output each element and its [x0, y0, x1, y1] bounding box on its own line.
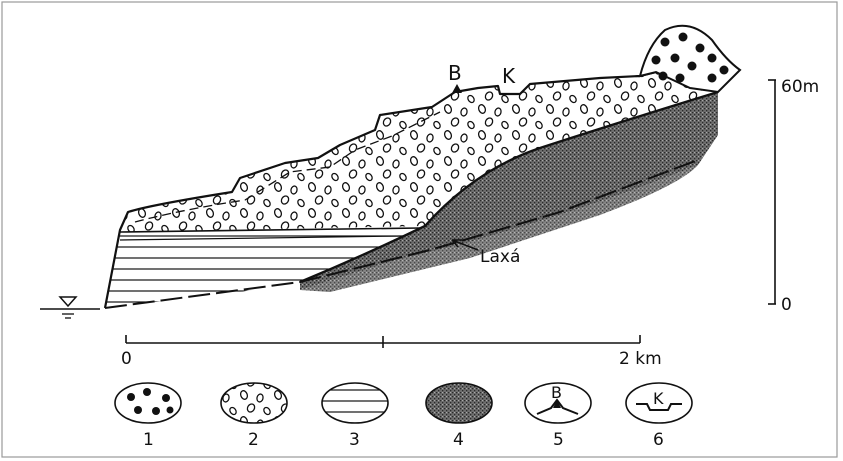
- distance-scale-end-label: 2 km: [619, 349, 662, 369]
- height-scale-bottom-label: 0: [781, 295, 792, 315]
- legend-item-3: 3: [322, 383, 388, 450]
- legend: 1 2 3 4 B 5 K 6: [115, 383, 692, 450]
- legend-number-3: 3: [349, 430, 360, 450]
- height-scale-top-label: 60m: [781, 77, 819, 97]
- cross-section: B K Laxá: [40, 26, 740, 318]
- legend-symbol-k: K: [653, 389, 664, 408]
- legend-number-6: 6: [653, 430, 664, 450]
- legend-item-1: 1: [115, 383, 181, 450]
- distance-scale: 0 2 km: [121, 335, 662, 369]
- legend-number-4: 4: [453, 430, 464, 450]
- distance-scale-start-label: 0: [121, 349, 132, 369]
- legend-item-4: 4: [426, 383, 492, 450]
- legend-number-2: 2: [248, 430, 259, 450]
- height-scale: 60m 0: [768, 77, 819, 315]
- point-k-label: K: [502, 64, 516, 88]
- legend-item-5: B 5: [525, 383, 591, 450]
- point-b-label: B: [448, 61, 462, 85]
- legend-number-1: 1: [143, 430, 154, 450]
- water-level-icon: [40, 297, 100, 318]
- legend-number-5: 5: [553, 430, 564, 450]
- legend-item-6: K 6: [626, 383, 692, 450]
- legend-symbol-b: B: [551, 383, 562, 402]
- river-label: Laxá: [480, 247, 520, 267]
- legend-item-2: 2: [221, 383, 287, 450]
- point-b-marker: [452, 84, 462, 93]
